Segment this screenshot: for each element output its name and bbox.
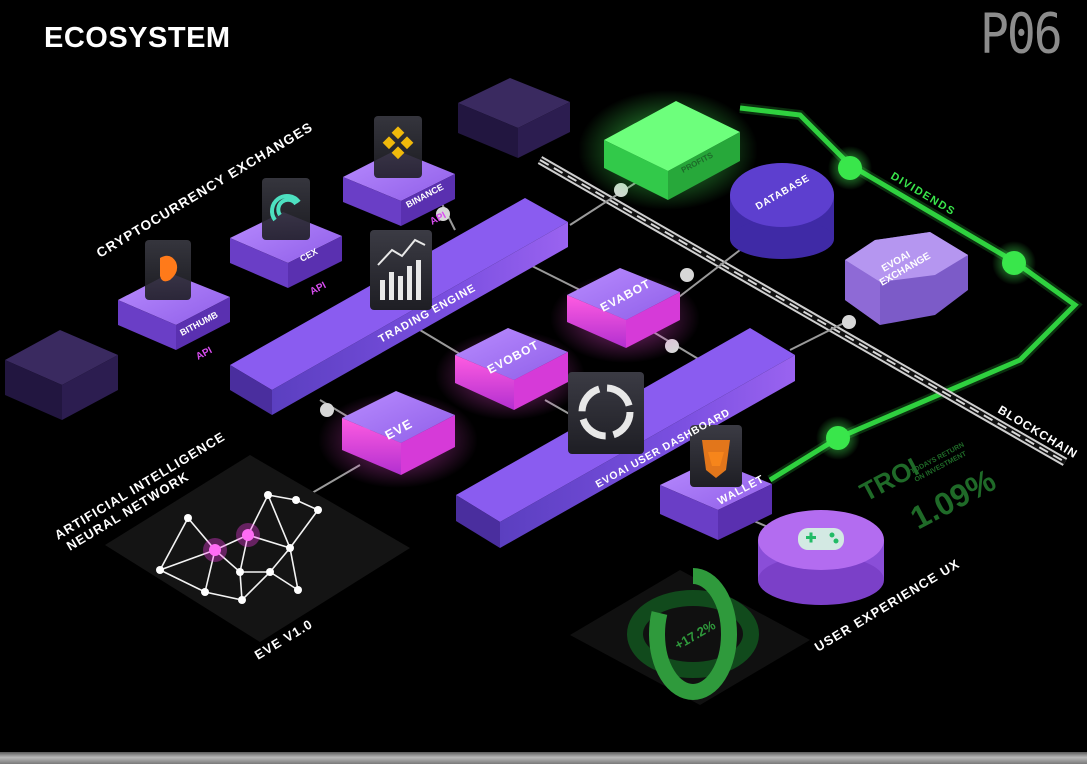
donut-panel <box>570 568 810 705</box>
neural-network-panel <box>105 455 410 642</box>
decor-cube-left <box>5 330 118 420</box>
blockchain-track <box>537 156 1068 466</box>
binance-node <box>343 116 455 226</box>
trading-chart-card <box>370 230 432 310</box>
database-node <box>730 163 834 259</box>
troi-readout: TROI TODAYS RETURN ON INVESTMENT 1.09% <box>855 442 1002 537</box>
eve-node <box>318 391 478 488</box>
cex-node <box>230 178 342 288</box>
dashboard-logo-card <box>568 372 644 454</box>
bithumb-node <box>118 240 230 350</box>
api-label-2: API <box>308 280 328 298</box>
evoai-exchange-node <box>845 232 968 325</box>
page-title: ECOSYSTEM <box>44 22 231 54</box>
api-label-1: API <box>194 345 214 363</box>
decor-cube-top <box>458 78 570 158</box>
evabot-node <box>550 268 700 363</box>
wallet-node <box>660 425 772 540</box>
page-number: P06 <box>980 1 1063 67</box>
dividends-loop <box>739 103 1083 485</box>
evobot-node <box>435 328 585 420</box>
ux-controller-node <box>758 510 884 605</box>
profits-node <box>578 90 758 210</box>
bottom-scrollbar <box>0 752 1087 764</box>
dividend-dots <box>816 146 1036 460</box>
